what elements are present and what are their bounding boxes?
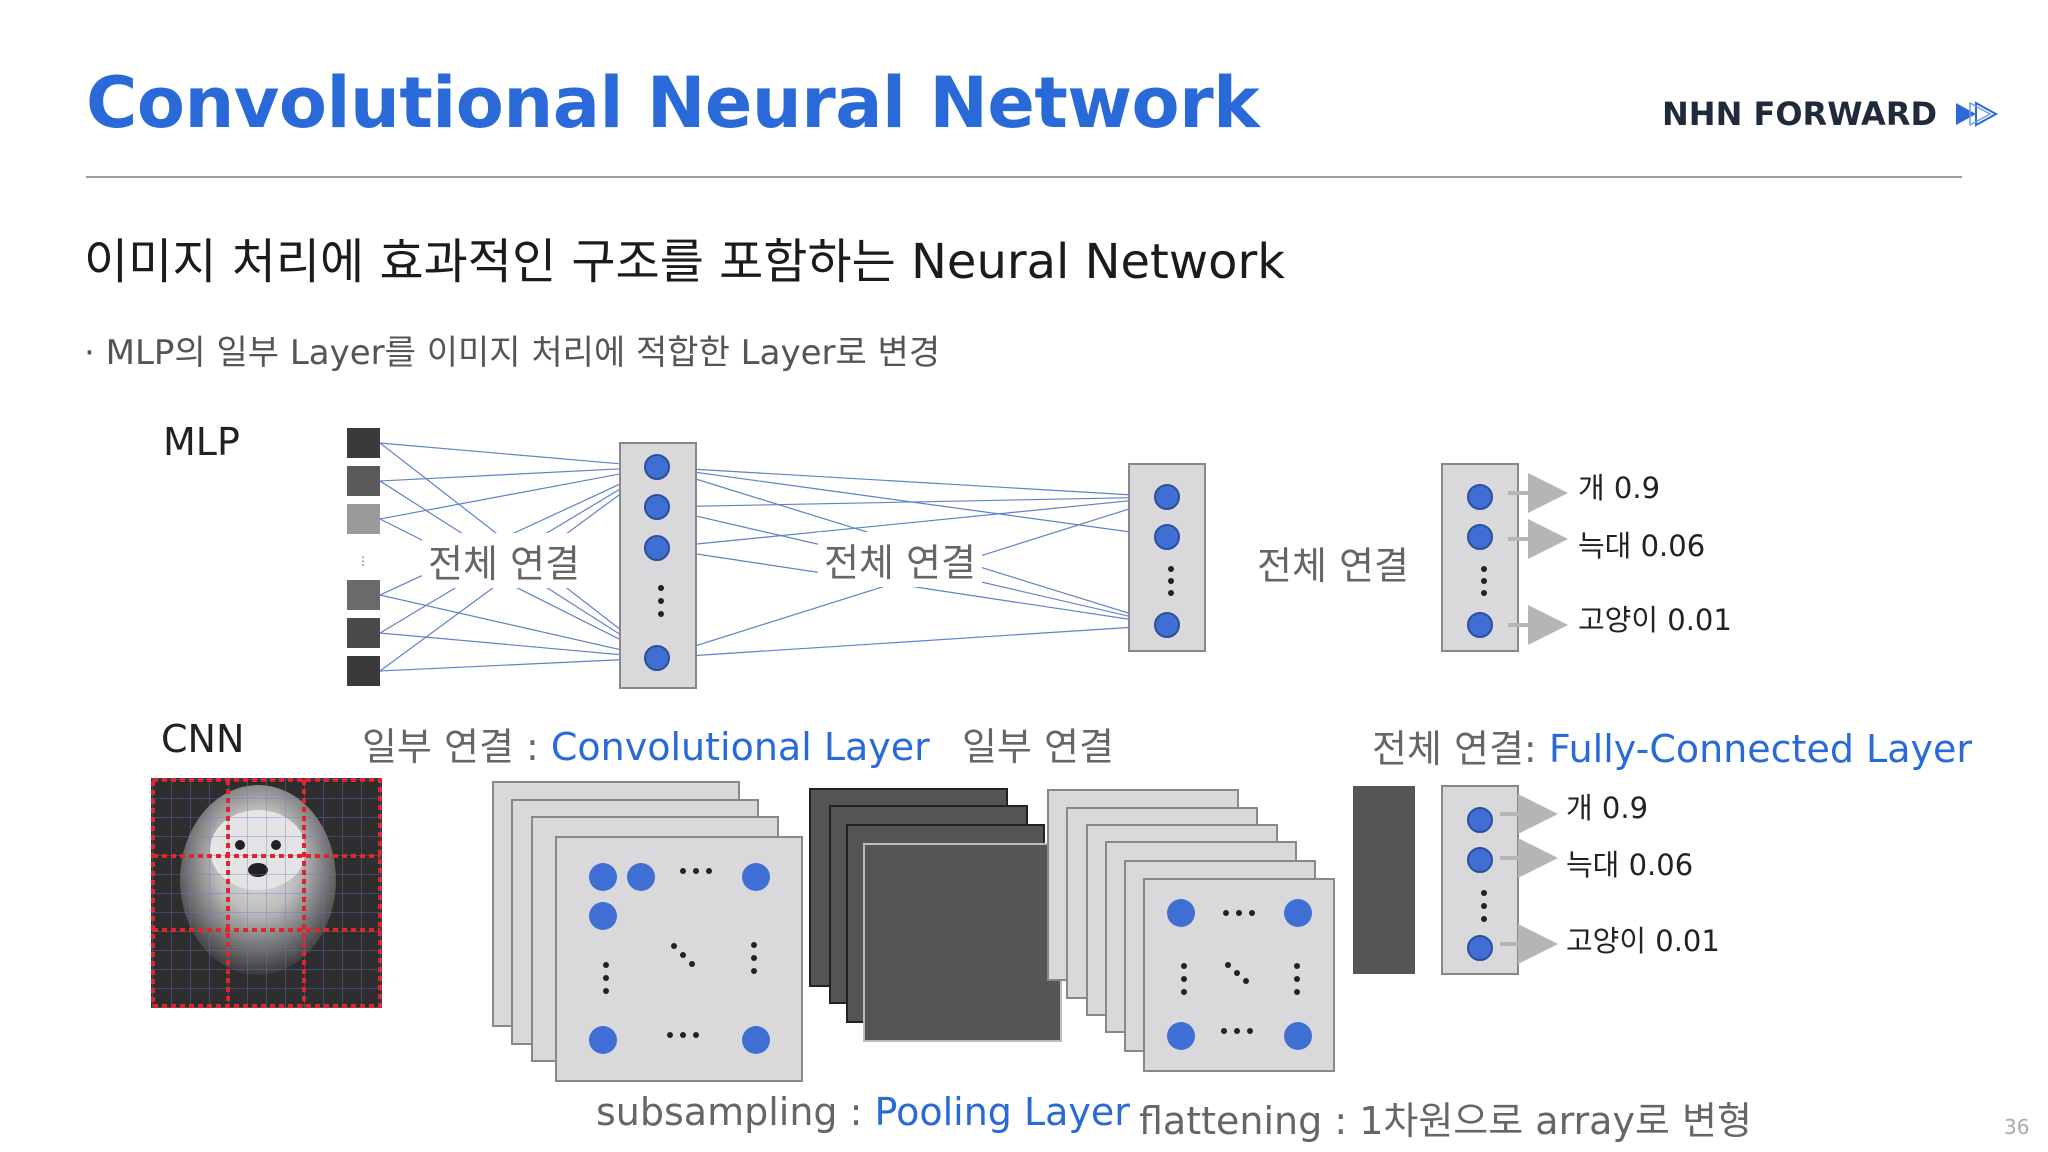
svg-text:⋮: ⋮ — [357, 554, 369, 568]
pooling-feature-maps — [809, 788, 1062, 1042]
mlp-output-cat: 고양이 0.01 — [1578, 597, 1732, 639]
slide-title: Convolutional Neural Network — [86, 62, 1260, 144]
conv-layer-caption: 일부 연결 : Convolutional Layer — [362, 716, 930, 771]
mlp-hidden-layer-2 — [1128, 463, 1206, 652]
output-class: 고양이 — [1578, 603, 1659, 637]
mlp-output-dog: 개 0.9 — [1578, 465, 1660, 507]
flattening-caption: flattening : 1차원으로 array로 변형 — [1139, 1099, 1752, 1143]
header-divider — [86, 176, 1962, 178]
output-value: 0.06 — [1628, 848, 1694, 882]
output-class: 개 — [1566, 791, 1593, 825]
page-number: 36 — [2004, 1115, 2030, 1139]
conv-feature-maps-2 — [1047, 789, 1335, 1072]
cnn-output-cat: 고양이 0.01 — [1566, 918, 1720, 960]
full-connection-label-3: 전체 연결 — [1257, 544, 1409, 588]
output-value: 0.01 — [1655, 924, 1720, 958]
mlp-output-layer — [1441, 463, 1568, 652]
conv-feature-maps — [492, 781, 803, 1082]
cnn-label: CNN — [161, 717, 245, 761]
output-value: 0.9 — [1613, 471, 1661, 505]
full-connection-label-1: 전체 연결 — [422, 533, 586, 588]
mlp-output-wolf: 늑대 0.06 — [1578, 523, 1705, 565]
output-value: 0.9 — [1601, 791, 1649, 825]
pooling-caption: subsampling : Pooling Layer — [596, 1090, 1130, 1134]
full-connection-label-2: 전체 연결 — [818, 532, 982, 587]
flattened-array — [1353, 786, 1415, 974]
mlp-connections — [379, 442, 1168, 672]
output-class: 늑대 — [1578, 529, 1632, 563]
cnn-output-wolf: 늑대 0.06 — [1566, 842, 1693, 884]
output-class: 개 — [1578, 471, 1605, 505]
output-value: 0.06 — [1640, 529, 1706, 563]
slide-subtitle: 이미지 처리에 효과적인 구조를 포함하는 Neural Network — [84, 234, 1286, 290]
dog-input-image — [151, 778, 382, 1008]
cnn-output-dog: 개 0.9 — [1566, 785, 1648, 827]
mlp-input-patches: ⋮ — [347, 428, 380, 686]
fc-layer-name: Fully-Connected Layer — [1548, 727, 1972, 771]
cnn-output-layer — [1441, 785, 1558, 975]
fc-layer-caption: 전체 연결: Fully-Connected Layer — [1372, 718, 1972, 773]
bullet-point: · MLP의 일부 Layer를 이미지 처리에 적합한 Layer로 변경 — [84, 333, 941, 373]
partial-connection-label: 일부 연결 — [962, 725, 1114, 769]
fc-caption-prefix: 전체 연결: — [1372, 727, 1549, 771]
output-class: 늑대 — [1566, 848, 1620, 882]
mlp-hidden-layer-1 — [619, 442, 697, 689]
brand-logo: NHN FORWARD — [1662, 95, 2002, 133]
brand-name: NHN FORWARD — [1662, 95, 1938, 133]
conv-layer-name: Convolutional Layer — [550, 725, 930, 769]
output-value: 0.01 — [1667, 603, 1732, 637]
mlp-label: MLP — [163, 420, 240, 464]
play-arrows-icon — [1956, 101, 1999, 127]
output-class: 고양이 — [1566, 924, 1647, 958]
conv-caption-prefix: 일부 연결 : — [362, 725, 551, 769]
pool-caption-prefix: subsampling : — [596, 1090, 875, 1134]
pool-layer-name: Pooling Layer — [874, 1090, 1130, 1134]
